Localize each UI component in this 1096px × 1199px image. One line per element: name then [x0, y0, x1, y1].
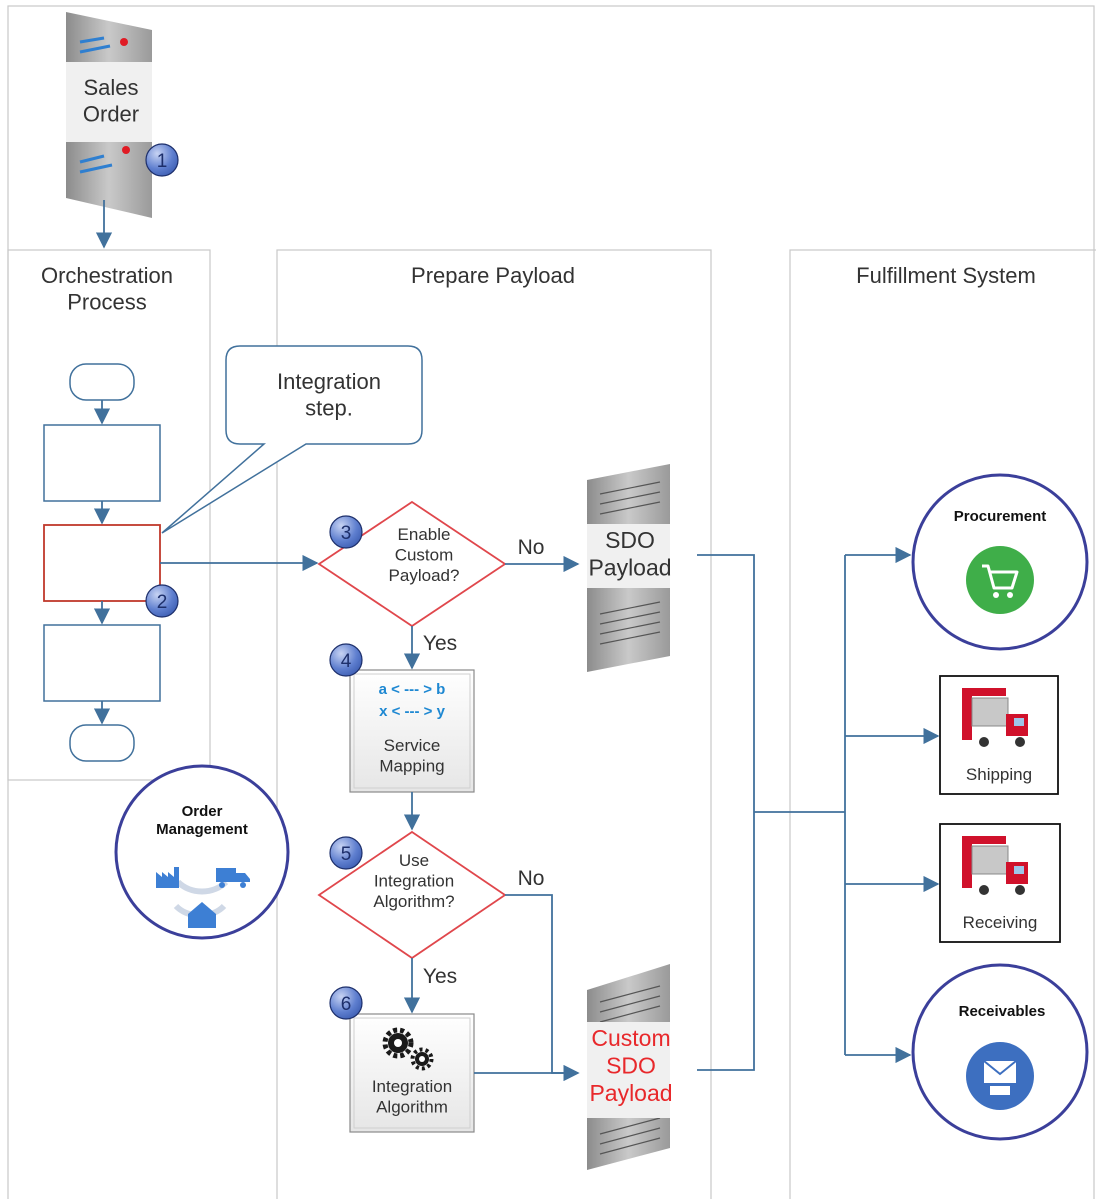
decision-custom-yes-label: Yes: [423, 632, 457, 655]
step-badge-4: 4: [329, 643, 363, 677]
step-badge-5: 5: [329, 836, 363, 870]
procurement-system: Procurement: [911, 473, 1089, 651]
decision-algorithm-yes-label: Yes: [423, 965, 457, 988]
shipping-system: Shipping: [939, 675, 1059, 795]
decision-algorithm-no-label: No: [518, 867, 545, 890]
step-badge-3: 3: [329, 515, 363, 549]
lane-fulfillment: Fulfillment System: [789, 249, 1096, 1199]
step-badge-2: 2: [145, 584, 179, 618]
receivables-label: Receivables: [959, 1003, 1046, 1020]
shopping-cart-icon: [966, 546, 1034, 614]
svg-text:4: 4: [341, 651, 352, 672]
lane-prepare-title: Prepare Payload: [411, 263, 575, 288]
lane-fulfillment-title: Fulfillment System: [856, 263, 1036, 288]
svg-text:5: 5: [341, 844, 352, 865]
step-badge-6: 6: [329, 986, 363, 1020]
connector-payloads-to-fulfillment: [697, 546, 940, 1071]
lane-prepare-payload: Prepare Payload: [276, 249, 712, 1199]
svg-text:6: 6: [341, 994, 352, 1015]
svg-text:2: 2: [157, 592, 168, 613]
invoice-envelope-icon: [966, 1042, 1034, 1110]
svg-text:3: 3: [341, 523, 352, 544]
shipping-label: Shipping: [966, 765, 1032, 784]
end-terminator: [69, 724, 135, 762]
receivables-system: Receivables: [911, 963, 1089, 1141]
process-step-box: [43, 424, 161, 502]
supply-chain-icon: [156, 867, 250, 928]
decision-custom-no-label: No: [518, 536, 545, 559]
integration-step-box: [43, 524, 161, 602]
connector-no-to-custom: [505, 894, 580, 1082]
mapping-line-2: x < --- > y: [379, 703, 446, 720]
gears-icon: [382, 1027, 434, 1071]
orchestration-process-shapes: [43, 363, 161, 762]
step-badge-1: 1: [145, 143, 179, 177]
svg-text:1: 1: [157, 151, 168, 172]
process-step-box: [43, 624, 161, 702]
start-terminator: [69, 363, 135, 401]
mapping-line-1: a < --- > b: [379, 681, 446, 698]
shipping-truck-icon: [962, 688, 1028, 747]
receiving-system: Receiving: [939, 823, 1061, 943]
receiving-label: Receiving: [963, 913, 1038, 932]
receiving-truck-icon: [962, 836, 1028, 895]
procurement-label: Procurement: [954, 508, 1047, 525]
